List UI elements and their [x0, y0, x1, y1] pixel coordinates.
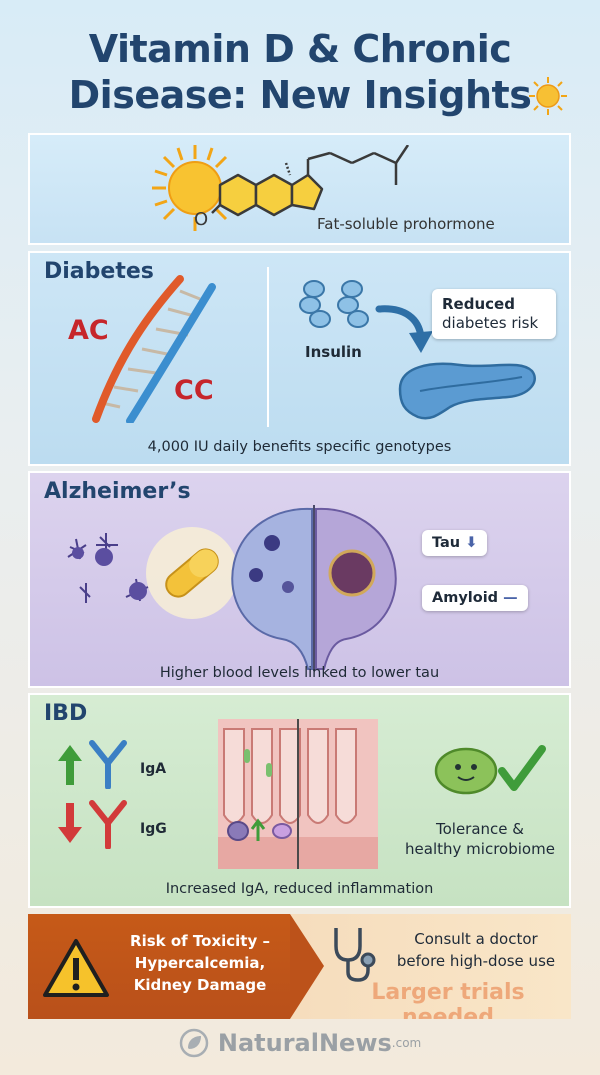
up-arrow-icon [58, 745, 82, 785]
sun-icon [152, 145, 238, 231]
toxicity-line-1: Risk of Toxicity – [130, 932, 270, 950]
brand-name: NaturalNews [217, 1029, 392, 1057]
title-line-1: Vitamin D & Chronic [88, 27, 512, 71]
divider [267, 267, 269, 427]
toxicity-text: Risk of Toxicity – Hypercalcemia, Kidney… [120, 930, 280, 996]
oxygen-label: O [194, 209, 208, 230]
hero-panel: O Fat-soluble prohormone [28, 133, 571, 245]
outcome-line-1: Reduced [442, 295, 515, 313]
brand-domain: .com [391, 1036, 422, 1050]
antibody-igg-icon [89, 800, 127, 849]
alzheimers-caption: Higher blood levels linked to lower tau [159, 665, 440, 681]
alzheimers-heading: Alzheimer’s [44, 479, 191, 504]
igg-label: IgG [140, 821, 167, 837]
tau-chip: Tau ⬇ [422, 530, 488, 556]
diabetes-heading: Diabetes [44, 259, 154, 284]
stethoscope-icon [334, 928, 376, 982]
diabetes-panel: Diabetes AC CC Insulin [28, 251, 571, 466]
trials-note: Larger trials needed [371, 980, 525, 1019]
vitamin-d-molecule: O [194, 145, 410, 230]
tolerance-line-2: healthy microbiome [405, 840, 555, 858]
tolerance-line-1: Tolerance & [436, 820, 524, 838]
tau-down-arrow-icon: ⬇ [465, 535, 478, 551]
microbe-check-icon [434, 745, 546, 795]
toxicity-line-2: Hypercalcemia, [134, 954, 266, 972]
leaf-logo-icon [179, 1028, 209, 1058]
page-title: Vitamin D & Chronic Disease: New Insight… [0, 26, 600, 118]
ibd-caption: Increased IgA, reduced inflammation [165, 881, 434, 897]
pancreas-icon [398, 362, 536, 420]
outcome-line-2: diabetes risk [442, 314, 539, 332]
consult-line-2: before high-dose use [396, 952, 556, 970]
ibd-panel: IBD IgA IgG [28, 693, 571, 908]
sun-icon [529, 77, 567, 115]
down-arrow-icon [58, 803, 82, 843]
warning-panel: Risk of Toxicity – Hypercalcemia, Kidney… [28, 914, 571, 1019]
consult-line-1: Consult a doctor [414, 930, 538, 948]
amyloid-label: Amyloid [432, 590, 499, 606]
intestine-villi-icon [218, 719, 378, 869]
vitamin-capsule-icon [146, 527, 238, 619]
amyloid-chip: Amyloid — [422, 585, 528, 611]
genotype-cc-label: CC [174, 375, 214, 406]
tau-tangles-icon [67, 533, 149, 603]
antibody-iga-icon [89, 740, 127, 789]
brain-icon [231, 505, 397, 671]
consult-text: Consult a doctor before high-dose use [376, 928, 571, 972]
diabetes-outcome-chip: Reduced diabetes risk [432, 289, 556, 339]
ibd-heading: IBD [44, 701, 88, 726]
title-line-2: Disease: New Insights [68, 73, 532, 117]
iga-label: IgA [140, 761, 167, 777]
alzheimers-panel: Alzheimer’s [28, 471, 571, 688]
insulin-label: Insulin [305, 343, 362, 361]
dna-icon [92, 275, 216, 423]
brand-footer: NaturalNews.com [0, 1028, 600, 1058]
insulin-icon [299, 280, 369, 328]
hero-caption: Fat-soluble prohormone [317, 215, 495, 233]
tolerance-text: Tolerance & healthy microbiome [390, 819, 569, 859]
genotype-ac-label: AC [68, 315, 109, 346]
amyloid-flat-icon: — [503, 590, 518, 606]
diabetes-caption: 4,000 IU daily benefits specific genotyp… [147, 439, 452, 455]
arrow-icon [375, 305, 433, 353]
warning-arrow [290, 914, 324, 1019]
tau-label: Tau [432, 535, 461, 551]
warning-triangle-icon [43, 939, 109, 997]
toxicity-line-3: Kidney Damage [133, 976, 267, 994]
